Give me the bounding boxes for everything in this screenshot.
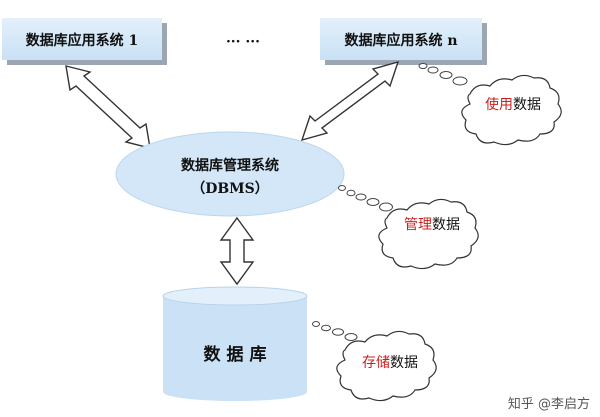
dbms-label-line1: 数据库管理系统 — [181, 157, 279, 174]
manage-data-label: 管理数据 — [404, 217, 460, 233]
watermark-label: 知乎 @李启方 — [508, 396, 590, 412]
database-cylinder — [162, 286, 308, 401]
store-data-trail — [312, 321, 358, 341]
left-double-arrow — [65, 65, 151, 149]
app-box-n-label: 数据库应用系统 n — [344, 32, 457, 49]
store-data-cloud — [336, 330, 437, 402]
app-box-n — [320, 18, 482, 60]
dbms-ellipse — [115, 131, 345, 217]
manage-data-cloud — [378, 198, 479, 270]
dbms-label-line2: （DBMS） — [191, 181, 269, 197]
store-data-label: 存储数据 — [362, 355, 418, 371]
app-box-1 — [2, 18, 162, 60]
use-data-trail — [418, 63, 468, 86]
manage-data-trail — [338, 185, 393, 212]
use-data-label: 使用数据 — [485, 96, 541, 113]
ellipsis-label: ··· ··· — [226, 34, 260, 50]
app-box-1-label: 数据库应用系统 1 — [26, 32, 139, 49]
database-label: 数据库 — [204, 344, 273, 365]
vertical-double-arrow — [219, 216, 255, 286]
right-double-arrow — [300, 60, 400, 142]
use-data-cloud — [461, 74, 562, 146]
